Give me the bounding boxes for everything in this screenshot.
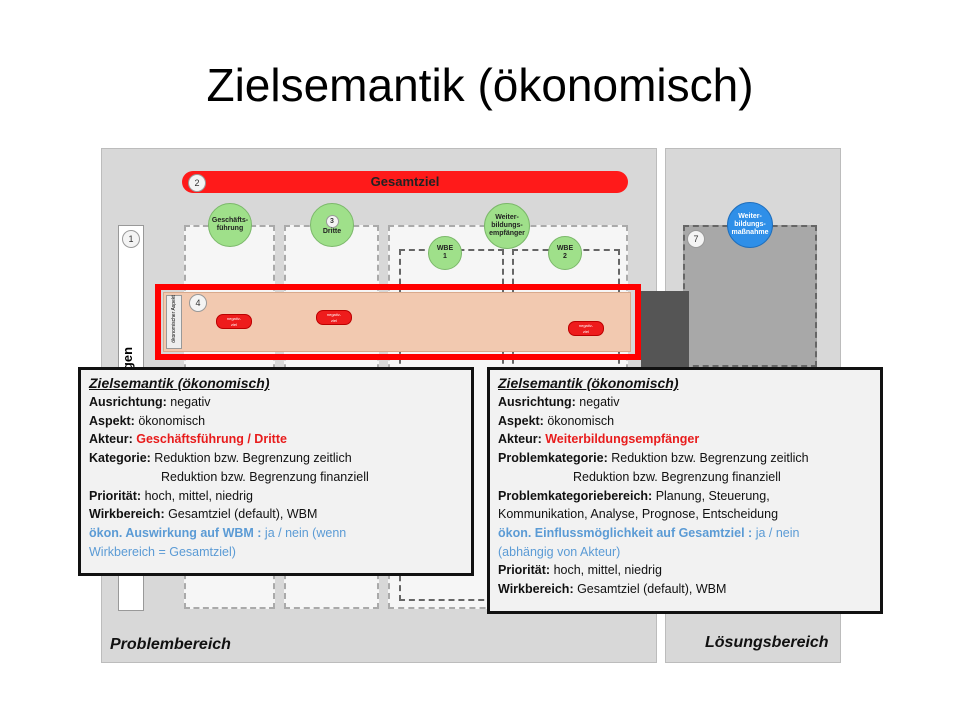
left-semantic-box: Zielsemantik (ökonomisch) Ausrichtung: n… bbox=[78, 367, 474, 576]
left-box-heading: Zielsemantik (ökonomisch) bbox=[89, 375, 270, 391]
actor-trainee-circle: Weiter- bildungs- empfänger bbox=[484, 203, 530, 249]
left-row: Priorität: hoch, mittel, niedrig bbox=[89, 488, 253, 503]
actor-third-circle: 3 Dritte bbox=[310, 203, 354, 247]
left-row: Kategorie: Reduktion bzw. Begrenzung zei… bbox=[89, 451, 352, 466]
right-row: Aspekt: ökonomisch bbox=[498, 413, 615, 428]
highlight-frame bbox=[155, 284, 641, 360]
right-row-continuation: (abhängig von Akteur) bbox=[498, 544, 621, 559]
left-row: Wirkbereich: Gesamtziel (default), WBM bbox=[89, 507, 318, 522]
measure-circle: Weiter- bildungs- maßnahme bbox=[727, 202, 773, 248]
left-row-continuation: Reduktion bzw. Begrenzung finanziell bbox=[161, 469, 369, 484]
dark-strip bbox=[641, 291, 689, 367]
actor-wbe1-circle: WBE 1 bbox=[428, 236, 462, 270]
solution-area-label: Lösungsbereich bbox=[705, 634, 829, 651]
right-row: Problemkategorie: Reduktion bzw. Begrenz… bbox=[498, 451, 809, 466]
problem-area-label: Problembereich bbox=[110, 636, 231, 653]
left-row: Akteur: Geschäftsführung / Dritte bbox=[89, 432, 287, 447]
left-row: Aspekt: ökonomisch bbox=[89, 413, 206, 428]
right-row: Priorität: hoch, mittel, niedrig bbox=[498, 563, 662, 578]
right-row: Wirkbereich: Gesamtziel (default), WBM bbox=[498, 582, 727, 597]
negative-goal-pill: negativ- ziel bbox=[316, 310, 352, 325]
left-row: ökon. Auswirkung auf WBM : ja / nein (we… bbox=[89, 525, 347, 540]
measure-number-badge: 7 bbox=[687, 230, 705, 248]
left-row-continuation: Wirkbereich = Gesamtziel) bbox=[89, 544, 236, 559]
column-number-badge: 1 bbox=[122, 230, 140, 248]
right-row: Problemkategoriebereich: Planung, Steuer… bbox=[498, 488, 770, 503]
aspect-label: ökonomischer Aspekt bbox=[166, 295, 182, 349]
aspect-number-badge: 4 bbox=[189, 294, 207, 312]
right-semantic-box: Zielsemantik (ökonomisch) Ausrichtung: n… bbox=[487, 367, 883, 614]
third-label: Dritte bbox=[322, 227, 342, 235]
right-row: ökon. Einflussmöglichkeit auf Gesamtziel… bbox=[498, 525, 800, 540]
container-measure bbox=[683, 225, 817, 367]
goal-bar: Gesamtziel bbox=[182, 171, 628, 193]
actor-management-circle: Geschäfts- führung bbox=[208, 203, 252, 247]
right-row: Ausrichtung: negativ bbox=[498, 395, 620, 409]
right-box-heading: Zielsemantik (ökonomisch) bbox=[498, 375, 679, 391]
third-number-badge: 3 bbox=[325, 214, 339, 228]
goal-bar-label: Gesamtziel bbox=[370, 174, 440, 189]
actor-wbe2-circle: WBE 2 bbox=[548, 236, 582, 270]
right-row: Akteur: Weiterbildungsempfänger bbox=[498, 432, 700, 447]
left-row: Ausrichtung: negativ bbox=[89, 395, 211, 409]
page-title: Zielsemantik (ökonomisch) bbox=[206, 59, 754, 111]
right-row-continuation: Reduktion bzw. Begrenzung finanziell bbox=[573, 469, 781, 484]
negative-goal-pill: negativ- ziel bbox=[216, 314, 252, 329]
right-row-continuation: Kommunikation, Analyse, Prognose, Entsch… bbox=[498, 507, 779, 522]
goal-number-badge: 2 bbox=[188, 174, 206, 192]
negative-goal-pill: negativ- ziel bbox=[568, 321, 604, 336]
